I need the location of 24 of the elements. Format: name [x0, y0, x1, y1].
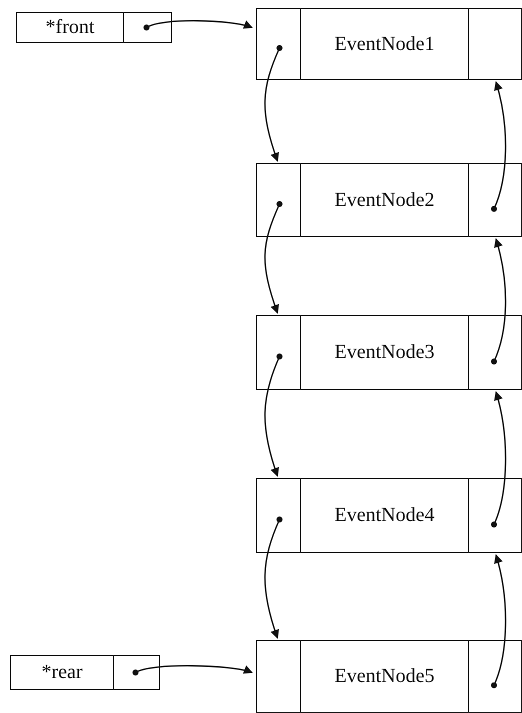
list-node — [256, 163, 522, 237]
node-label: EventNode1 — [300, 9, 469, 79]
pointer-arrow — [144, 20, 253, 30]
node-label: EventNode2 — [300, 164, 469, 236]
pointer-arrow — [491, 391, 506, 528]
pointer-arrow — [491, 554, 506, 688]
pointer-arrow — [264, 516, 282, 639]
list-node — [256, 640, 522, 713]
pointer-arrow — [264, 201, 282, 314]
pointer-arrow — [264, 354, 282, 477]
node-label: EventNode5 — [300, 641, 469, 712]
list-node — [256, 8, 522, 80]
pointer-box — [10, 655, 160, 690]
node-label: EventNode4 — [300, 479, 469, 552]
pointer-arrow — [264, 45, 282, 162]
list-node — [256, 478, 522, 553]
node-label: *rear — [11, 656, 114, 689]
pointer-arrow — [491, 81, 506, 212]
pointer-arrow — [132, 665, 253, 676]
list-node — [256, 315, 522, 390]
node-label: EventNode3 — [300, 316, 469, 389]
pointer-arrow — [491, 238, 506, 364]
pointer-box — [16, 12, 172, 43]
node-label: *front — [17, 13, 124, 42]
